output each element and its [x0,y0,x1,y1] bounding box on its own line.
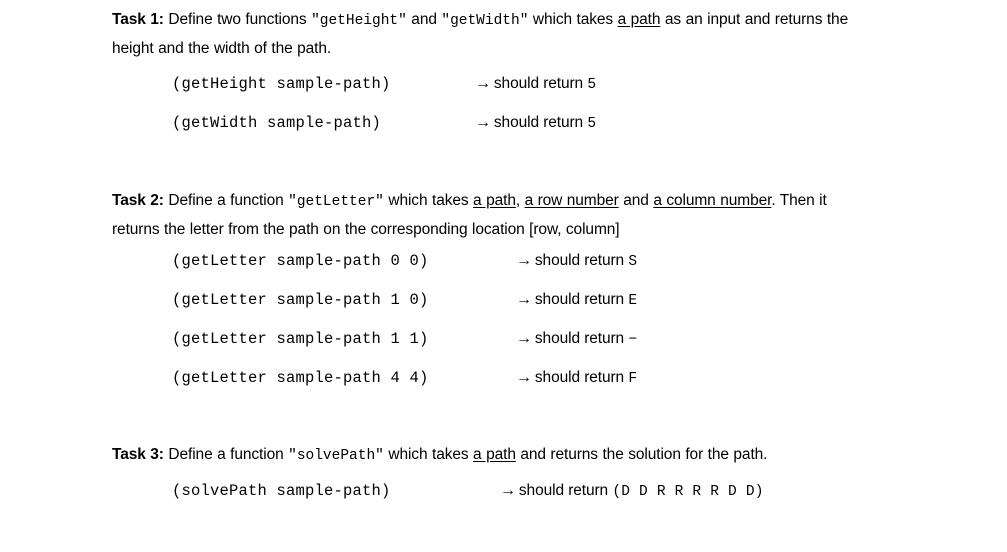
task-2-underline-a-path: a path [473,192,516,209]
example-result-value: 5 [587,77,597,93]
example-result: →should return S [516,249,637,274]
arrow-icon: → [475,114,491,131]
example-result-value: (D D R R R R D D) [612,484,764,500]
example-row: (solvePath sample-path) →should return (… [112,479,872,518]
task-3-block: Task 3: Define a function "solvePath" wh… [112,441,872,470]
example-row: (getWidth sample-path) →should return 5 [112,111,872,150]
task-3-text-part-3: and returns the solution for the path. [515,446,768,463]
example-result-value: F [628,371,638,387]
task-2-heading: Task 2: Define a function "getLetter" wh… [112,187,872,244]
task-1-text-part-1: Define two functions [163,11,312,28]
example-result-value: E [628,293,638,309]
example-row: (getLetter sample-path 1 1) →should retu… [112,327,872,366]
example-row: (getLetter sample-path 1 0) →should retu… [112,288,872,327]
arrow-icon: → [516,330,532,347]
task-2-text-part-2: which takes [383,192,474,209]
arrow-icon: → [516,369,532,386]
example-result-prefix: should return [534,252,625,269]
task-2-block: Task 2: Define a function "getLetter" wh… [112,187,872,244]
task-3-underline-a-path: a path [473,446,516,463]
task-1-code-getwidth: "getWidth" [441,13,529,29]
example-result: →should return 5 [475,111,596,136]
task-3-examples: (solvePath sample-path) →should return (… [112,479,872,518]
example-result-value: 5 [587,116,597,132]
example-call: (getLetter sample-path 4 4) [172,369,429,387]
example-result-value: S [628,254,638,270]
task-2-text-part-4: . Then it returns the letter from the pa… [112,192,827,238]
example-row: (getHeight sample-path) →should return 5 [112,72,872,111]
task-3-text-part-2: which takes [383,446,474,463]
task-1-heading: Task 1: Define two functions "getHeight"… [112,6,872,63]
example-result-prefix: should return [534,330,625,347]
example-result: →should return − [516,327,637,352]
task-1-block: Task 1: Define two functions "getHeight"… [112,6,872,63]
example-result: →should return F [516,366,637,391]
task-1-text-part-2: and [406,11,442,28]
task-1-label: Task 1: [112,11,164,28]
task-3-label: Task 3: [112,446,164,463]
example-result-value: − [628,332,638,348]
task-2-code-getletter: "getLetter" [288,194,384,210]
example-call: (getWidth sample-path) [172,114,382,132]
task-2-underline-a-row-number: a row number [524,192,619,209]
task-3-code-solvepath: "solvePath" [288,448,384,464]
example-call: (solvePath sample-path) [172,482,391,500]
example-result: →should return (D D R R R R D D) [500,479,764,504]
task-1-text-part-4: as an input and returns the height and t… [112,11,849,57]
example-result-prefix: should return [493,114,584,131]
example-call: (getLetter sample-path 1 0) [172,291,429,309]
example-result: →should return 5 [475,72,596,97]
example-row: (getLetter sample-path 0 0) →should retu… [112,249,872,288]
example-result-prefix: should return [493,75,584,92]
task-1-text-part-3: which takes [528,11,618,28]
task-2-separator-1: , [515,192,525,209]
example-call: (getLetter sample-path 0 0) [172,252,429,270]
task-2-label: Task 2: [112,192,164,209]
task-1-examples: (getHeight sample-path) →should return 5… [112,72,872,150]
task-2-examples: (getLetter sample-path 0 0) →should retu… [112,249,872,405]
example-result-prefix: should return [534,369,625,386]
example-call: (getHeight sample-path) [172,75,391,93]
example-call: (getLetter sample-path 1 1) [172,330,429,348]
task-2-text-part-3: and [618,192,654,209]
task-3-heading: Task 3: Define a function "solvePath" wh… [112,441,872,470]
example-result-prefix: should return [518,482,609,499]
example-result-prefix: should return [534,291,625,308]
arrow-icon: → [516,291,532,308]
arrow-icon: → [475,75,491,92]
task-3-text-part-1: Define a function [163,446,289,463]
example-row: (getLetter sample-path 4 4) →should retu… [112,366,872,405]
task-1-underline-a-path: a path [617,11,661,28]
arrow-icon: → [516,252,532,269]
task-2-underline-a-column-number: a column number [653,192,772,209]
example-result: →should return E [516,288,637,313]
task-2-text-part-1: Define a function [163,192,289,209]
task-1-code-getheight: "getHeight" [311,13,407,29]
arrow-icon: → [500,482,516,499]
